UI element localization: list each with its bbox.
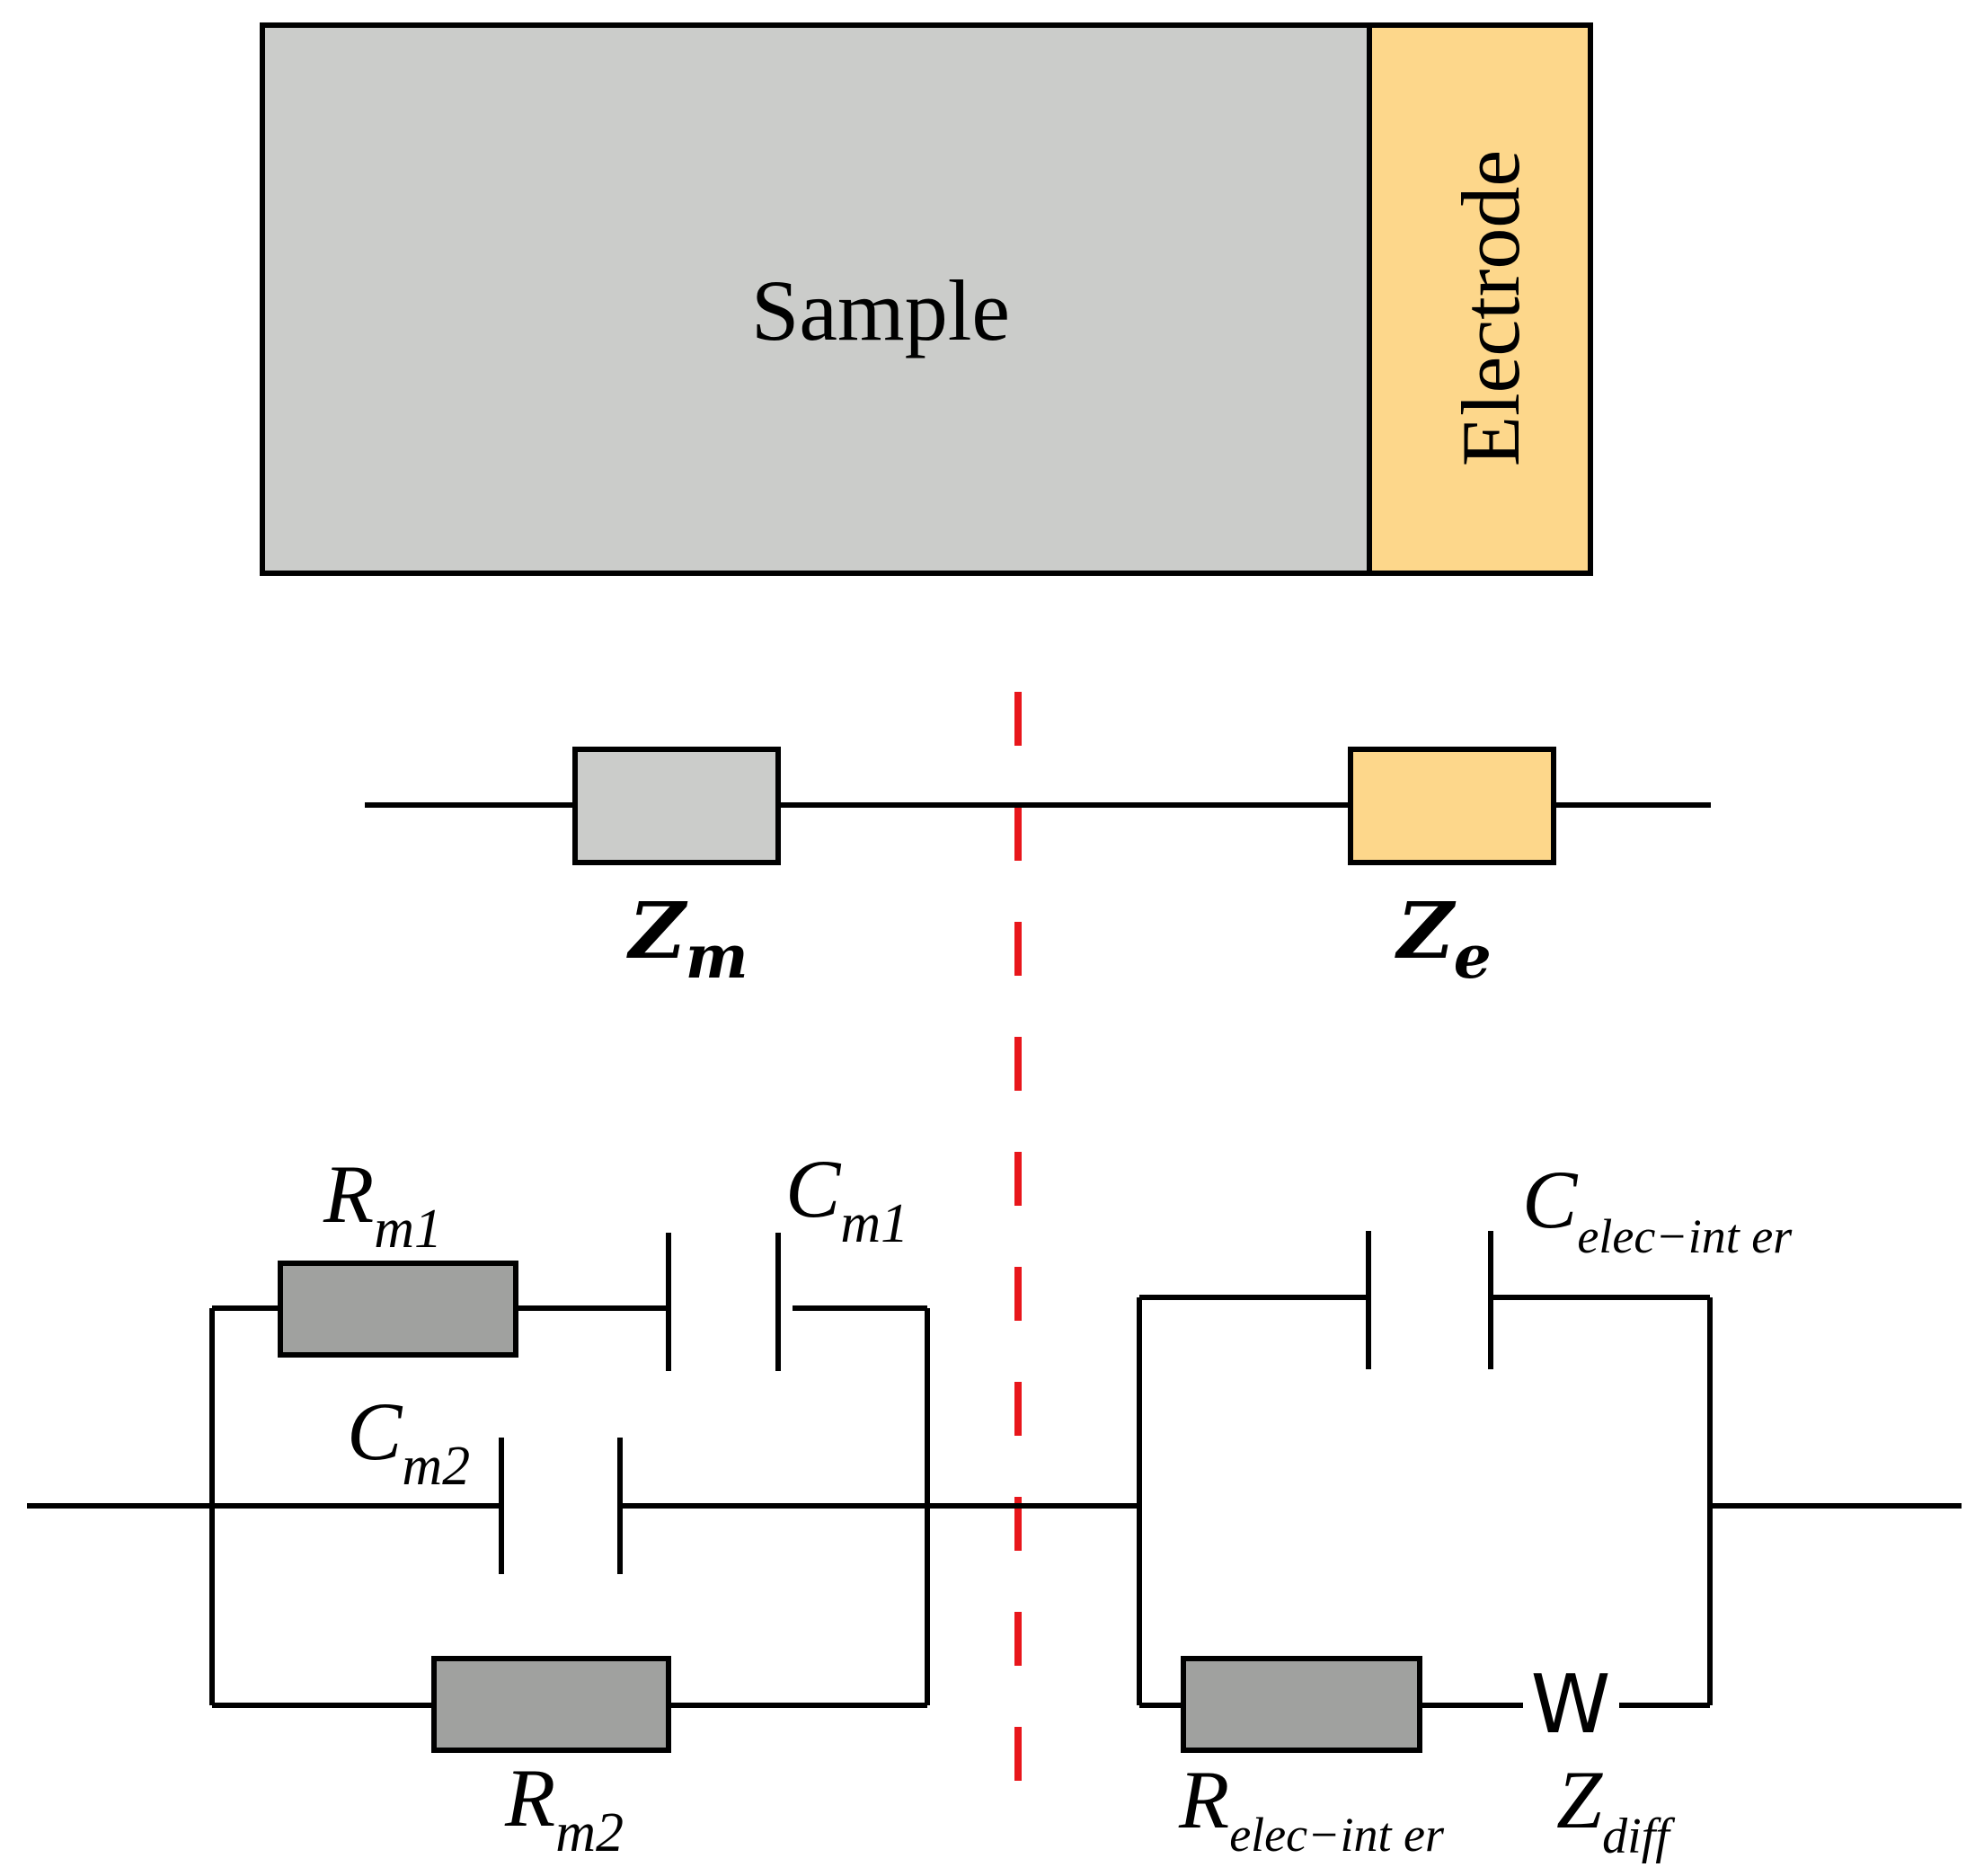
rm2-resistor (431, 1656, 671, 1753)
cm1-label: Cm1 (785, 1143, 908, 1254)
electrode-network (1137, 1231, 1962, 1708)
rm1-label: Rm1 (323, 1148, 442, 1260)
rei-label: Relec−int er (1178, 1754, 1445, 1862)
rm1-resistor (278, 1261, 518, 1358)
sample-label: Sample (751, 262, 1010, 358)
ze-impedance-box (1348, 747, 1556, 865)
electrode-label: Electrode (1445, 150, 1537, 466)
rei-resistor (1181, 1656, 1422, 1753)
cei-label: Celec−int er (1522, 1154, 1793, 1263)
sample-block (260, 22, 1372, 576)
ze-label: Ze (1395, 886, 1492, 992)
membrane-network (27, 1233, 1139, 1708)
cm2-gap (504, 1497, 617, 1515)
rm2-label: Rm2 (504, 1752, 624, 1863)
electrode-block (1367, 22, 1593, 576)
warburg-symbol: W (1531, 1658, 1611, 1752)
cm2-label: Cm2 (347, 1385, 470, 1497)
zdiff-label: Zdiff (1556, 1754, 1676, 1864)
zm-impedance-box (572, 747, 781, 865)
zm-label: Zm (626, 886, 748, 992)
